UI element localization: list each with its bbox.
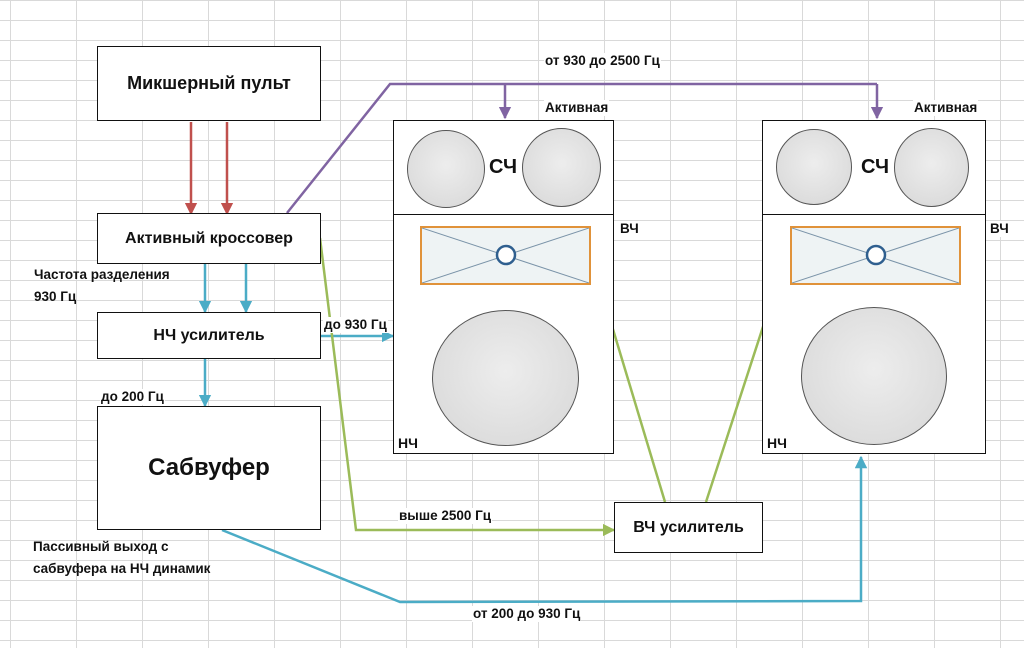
active-speaker-1: СЧ НЧ [393,120,614,454]
mid-section: СЧ [394,121,613,215]
speaker-1-badge: Активная [544,100,610,116]
speaker-1-hf-label: ВЧ [619,221,640,237]
subwoofer-label: Сабвуфер [148,454,270,481]
speaker-2-hf-label: ВЧ [989,221,1010,237]
mid-label: СЧ [861,156,889,178]
mid-band-label: от 930 до 2500 Гц [544,53,661,69]
tweeter-graphic [792,228,959,283]
to-930-label: до 930 Гц [323,317,388,333]
tweeter [790,226,961,285]
hf-amplifier-block: ВЧ усилитель [614,502,763,553]
tweeter-dome-icon [495,244,517,266]
active-crossover-block: Активный кроссовер [97,213,321,264]
speaker-2-badge: Активная [913,100,979,116]
mid-driver-left [407,130,485,208]
to-200-label: до 200 Гц [100,389,165,405]
active-speaker-2: СЧ НЧ [762,120,986,454]
lf-driver [801,307,947,445]
hf-amplifier-label: ВЧ усилитель [633,518,744,536]
crossover-frequency-label: Частота разделения 930 Гц [34,267,170,304]
subwoofer-block: Сабвуфер [97,406,321,530]
mixer-console-label: Микшерный пульт [127,73,291,93]
lf-label: НЧ [398,435,418,451]
lf-amplifier-label: НЧ усилитель [153,326,265,344]
mid-driver-right [522,128,601,207]
above-2500-label: выше 2500 Гц [398,508,493,524]
lf-label: НЧ [767,435,787,451]
mid-label: СЧ [489,156,517,178]
mid-section: СЧ [763,121,985,215]
passive-output-label: Пассивный выход с сабвуфера на НЧ динами… [33,539,211,576]
lf-driver [432,310,579,446]
tweeter-graphic [422,228,589,283]
band-200-930-label: от 200 до 930 Гц [472,606,582,622]
tweeter-dome-icon [865,244,887,266]
mid-driver-right [894,128,969,207]
lf-amplifier-block: НЧ усилитель [97,312,321,359]
mid-driver-left [776,129,852,205]
active-crossover-label: Активный кроссовер [125,229,293,247]
mixer-console-block: Микшерный пульт [97,46,321,121]
tweeter [420,226,591,285]
